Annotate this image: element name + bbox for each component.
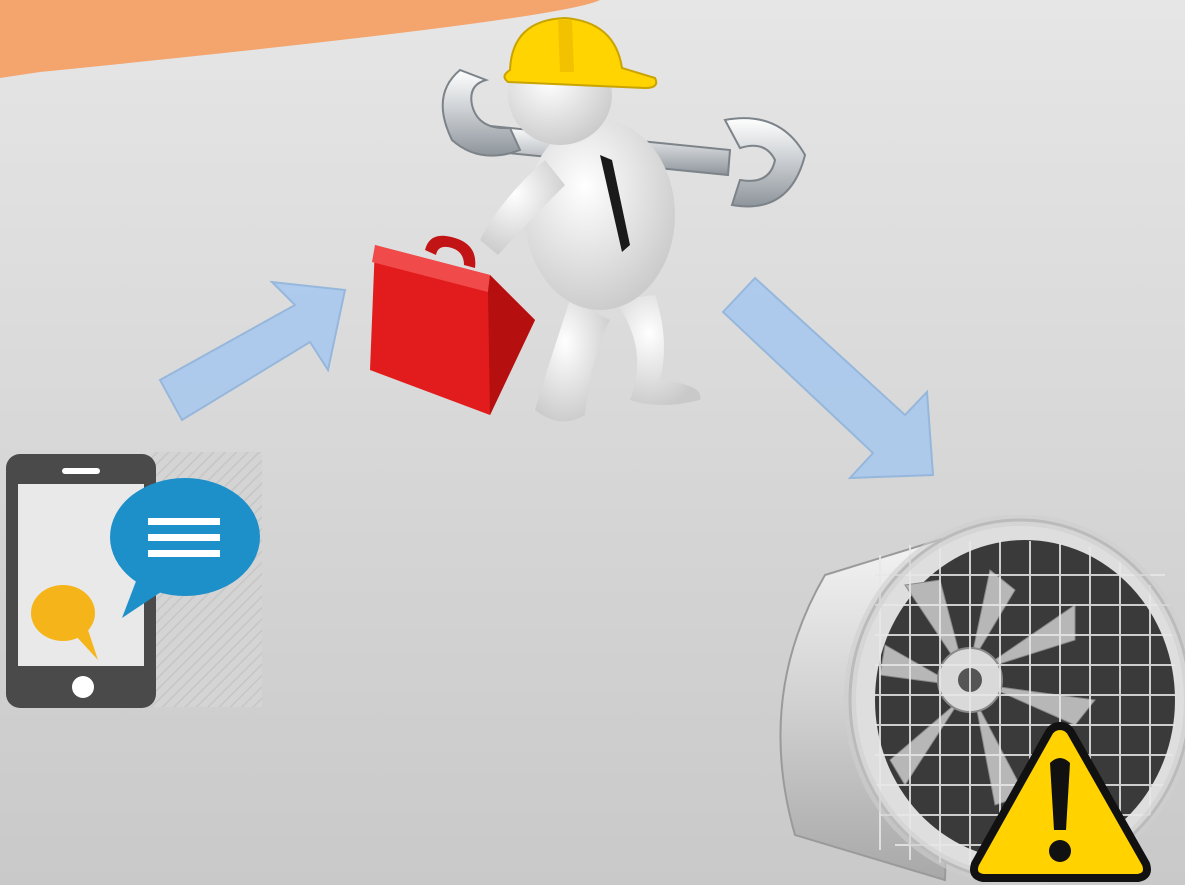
arrow-up-right (150, 270, 355, 435)
arrow-down-right (715, 270, 940, 485)
smartphone-chat-icon (0, 450, 270, 715)
warning-triangle-icon (968, 718, 1153, 883)
